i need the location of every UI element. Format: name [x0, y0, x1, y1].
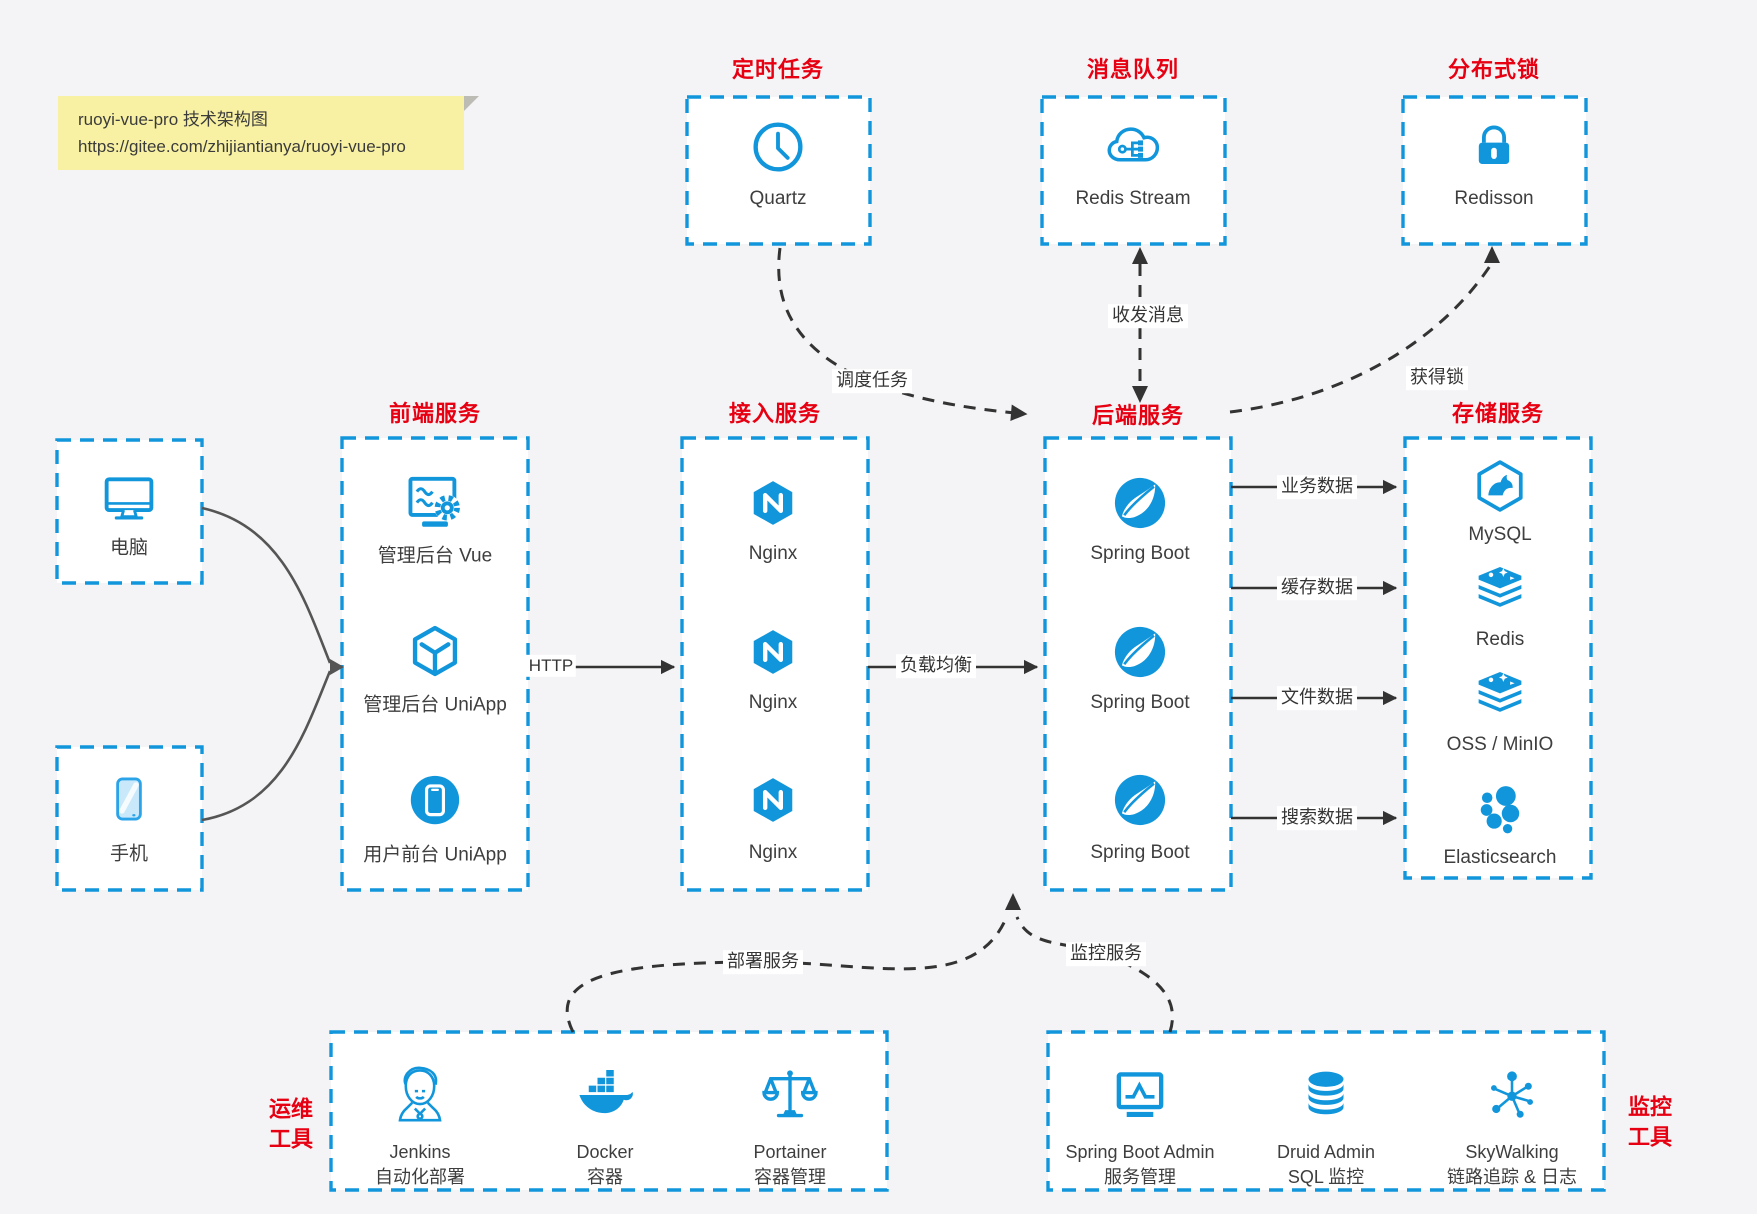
- node-spring-label: Spring Boot: [1090, 543, 1190, 564]
- edge-label-message: 收发消息: [1108, 304, 1188, 328]
- oss-minio-stack-icon: [1473, 668, 1527, 722]
- title-backend: 后端服务: [1091, 403, 1185, 428]
- edge-label-schedule: 调度任务: [832, 369, 912, 393]
- title-monitor-tools: 监控 工具: [1627, 1094, 1673, 1149]
- node-spring-label: Spring Boot: [1090, 692, 1190, 713]
- box-lock: [1401, 95, 1588, 246]
- nginx-icon: [748, 775, 798, 825]
- title-lock: 分布式锁: [1447, 57, 1541, 82]
- sticky-note: ruoyi-vue-pro 技术架构图 https://gitee.com/zh…: [58, 96, 479, 170]
- edge-label-business-data: 业务数据: [1277, 475, 1357, 499]
- manual-arrowheads: [1005, 246, 1500, 910]
- node-portainer-label: Portainer 容器管理: [753, 1141, 827, 1187]
- node-redisson-label: Redisson: [1454, 188, 1534, 209]
- portainer-icon: [761, 1066, 819, 1124]
- node-druid-label: Druid Admin SQL 监控: [1276, 1141, 1376, 1187]
- title-mq: 消息队列: [1086, 57, 1180, 82]
- spring-boot-icon: [1112, 772, 1168, 828]
- edge-get-lock: [1229, 265, 1492, 414]
- edge-monitor: [1015, 916, 1174, 1033]
- title-frontend: 前端服务: [388, 401, 482, 426]
- title-scheduled: 定时任务: [731, 57, 825, 82]
- edge-deploy: [565, 915, 1009, 1033]
- druid-database-icon: [1298, 1067, 1354, 1123]
- edge-label-cache-data: 缓存数据: [1277, 576, 1357, 600]
- client-arrowhead: [330, 659, 344, 675]
- docker-icon: [575, 1065, 635, 1125]
- user-app-icon: [408, 773, 462, 827]
- node-pc-label: 电脑: [109, 537, 149, 559]
- node-quartz-label: Quartz: [749, 188, 807, 209]
- nginx-icon: [748, 478, 798, 528]
- node-mysql-label: MySQL: [1468, 524, 1532, 545]
- admin-vue-icon: [404, 471, 466, 533]
- node-spring-label: Spring Boot: [1090, 842, 1190, 863]
- node-docker-label: Docker 容器: [576, 1141, 634, 1187]
- box-monitor: [1046, 1030, 1606, 1192]
- mysql-icon: [1472, 458, 1528, 514]
- node-redis-stream-label: Redis Stream: [1075, 188, 1191, 209]
- note-title: ruoyi-vue-pro 技术架构图: [78, 110, 268, 129]
- spring-boot-icon: [1112, 475, 1168, 531]
- box-mq: [1040, 95, 1227, 246]
- edge-label-http: HTTP: [525, 654, 577, 678]
- note-url: https://gitee.com/zhijiantianya/ruoyi-vu…: [78, 137, 406, 157]
- clock-icon: [749, 118, 807, 176]
- nginx-icon: [748, 627, 798, 677]
- message-cloud-icon: [1103, 116, 1163, 176]
- phone-icon: [103, 773, 155, 825]
- note-fold-corner: [464, 96, 479, 111]
- node-elasticsearch-label: Elasticsearch: [1443, 847, 1557, 868]
- client-curves: [201, 506, 332, 822]
- jenkins-icon: [389, 1064, 451, 1126]
- dashed-boxes: [55, 95, 1606, 1192]
- box-storage: [1403, 436, 1593, 880]
- title-gateway: 接入服务: [728, 401, 822, 426]
- node-nginx-label: Nginx: [748, 842, 798, 863]
- node-skywalking-label: SkyWalking 链路追踪 & 日志: [1446, 1141, 1578, 1187]
- elasticsearch-icon: [1472, 782, 1528, 838]
- edge-label-load-balance: 负载均衡: [896, 654, 976, 678]
- edge-label-search-data: 搜索数据: [1277, 806, 1357, 830]
- node-nginx-label: Nginx: [748, 543, 798, 564]
- node-nginx-label: Nginx: [748, 692, 798, 713]
- uniapp-box-icon: [406, 622, 464, 680]
- node-jenkins-label: Jenkins 自动化部署: [375, 1141, 465, 1187]
- node-oss-minio-label: OSS / MinIO: [1446, 734, 1554, 755]
- title-ops: 运维 工具: [268, 1096, 314, 1151]
- node-admin-vue-label: 管理后台 Vue: [377, 545, 493, 567]
- edge-label-deploy: 部署服务: [723, 950, 803, 974]
- node-phone-label: 手机: [109, 843, 149, 865]
- edge-label-get-lock: 获得锁: [1406, 366, 1468, 390]
- spring-boot-admin-icon: [1111, 1066, 1169, 1124]
- redis-stack-icon: [1473, 563, 1527, 617]
- edge-schedule: [777, 247, 1028, 421]
- skywalking-icon: [1484, 1067, 1540, 1123]
- node-admin-uniapp-label: 管理后台 UniApp: [363, 694, 507, 716]
- node-user-uniapp-label: 用户前台 UniApp: [363, 844, 507, 866]
- edge-label-monitor: 监控服务: [1066, 942, 1146, 966]
- node-sba-label: Spring Boot Admin 服务管理: [1065, 1141, 1215, 1187]
- lock-icon: [1467, 119, 1521, 173]
- node-redis-label: Redis: [1475, 629, 1525, 650]
- title-storage: 存储服务: [1451, 401, 1545, 426]
- solid-arrows: [528, 479, 1398, 826]
- spring-boot-icon: [1112, 624, 1168, 680]
- computer-icon: [100, 469, 158, 527]
- edge-label-file-data: 文件数据: [1277, 686, 1357, 710]
